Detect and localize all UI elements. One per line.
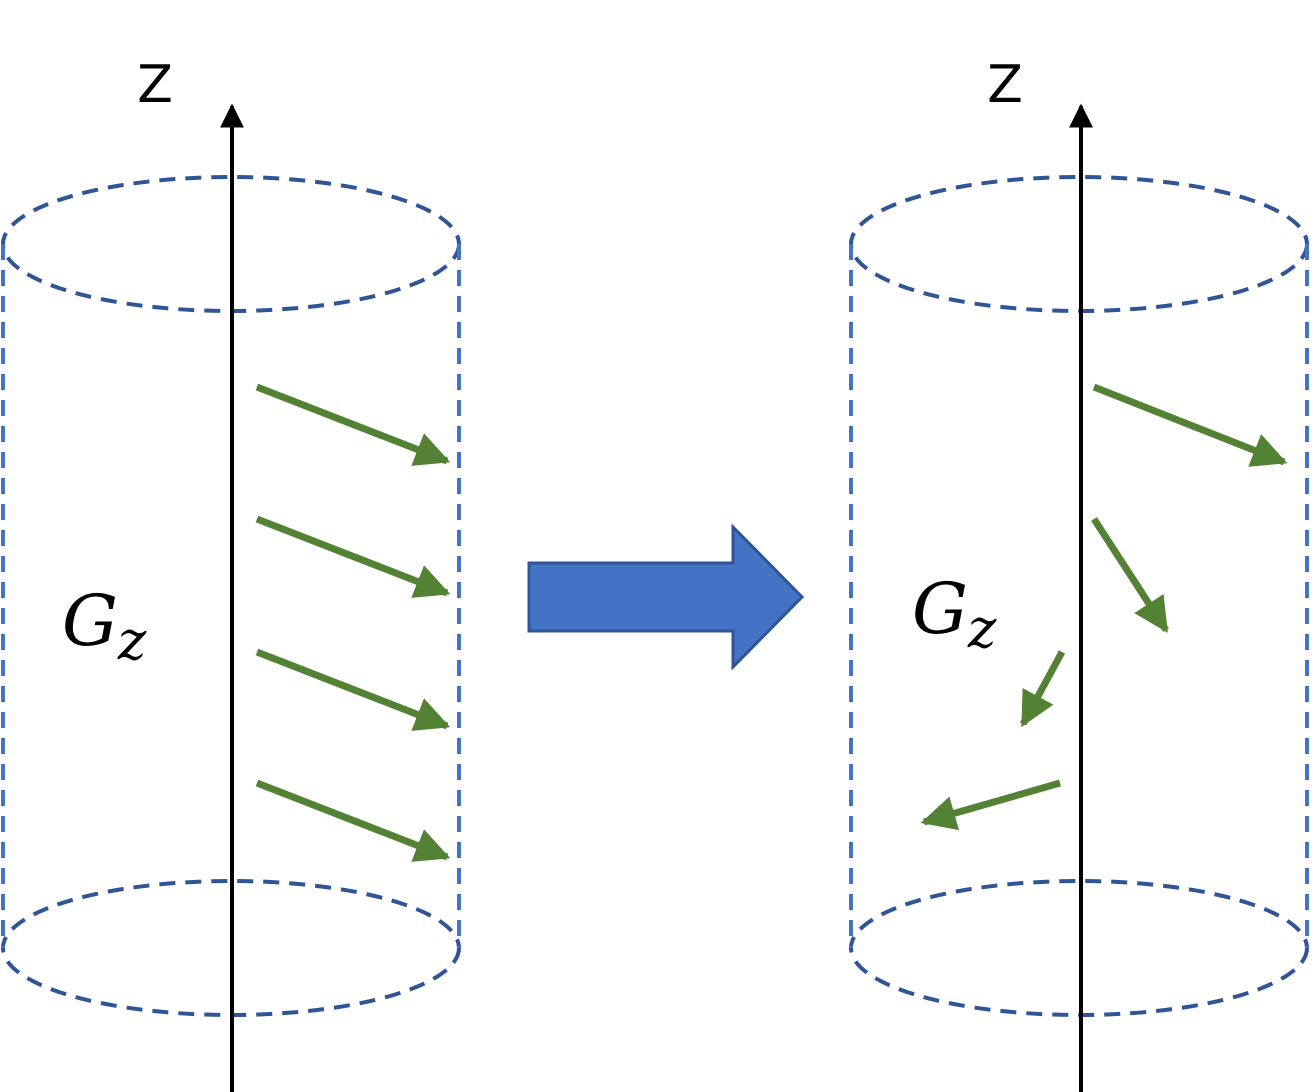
right-spin-arrows — [920, 383, 1288, 831]
right-panel: Z Gz — [849, 55, 1309, 1092]
right-gradient-label: Gz — [912, 568, 997, 660]
left-spin-arrow-1 — [255, 383, 451, 466]
left-spin-arrow-3 — [255, 648, 451, 731]
right-spin-arrow-2 — [1091, 517, 1169, 633]
right-spin-arrow-3 — [1019, 650, 1066, 728]
right-gradient-subscript: z — [967, 597, 997, 660]
left-spin-arrow-2 — [255, 515, 451, 598]
left-gradient-symbol: G — [62, 580, 118, 662]
left-panel: Z Gz — [1, 55, 461, 1092]
left-spin-arrow-4 — [255, 779, 451, 862]
right-spin-arrow-4 — [920, 779, 1061, 831]
left-spin-arrows — [255, 383, 451, 862]
right-gradient-symbol: G — [912, 568, 968, 650]
left-z-axis-label: Z — [137, 55, 173, 115]
right-z-axis-label: Z — [987, 55, 1023, 115]
left-gradient-label: Gz — [62, 580, 147, 672]
transition-arrow — [527, 523, 805, 671]
right-spin-arrow-1 — [1092, 383, 1288, 467]
left-gradient-subscript: z — [117, 609, 147, 672]
